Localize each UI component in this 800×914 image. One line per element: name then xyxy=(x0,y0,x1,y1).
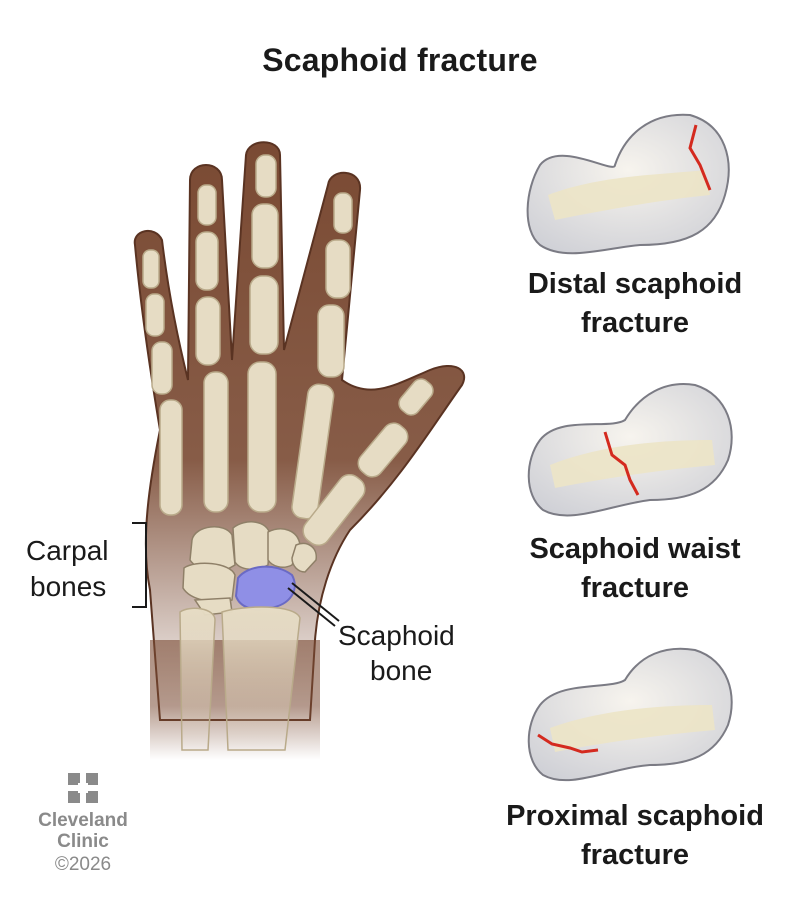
distal-label-line1: Distal scaphoid xyxy=(527,268,743,300)
finger-bones xyxy=(142,154,434,547)
logo-name-line2: Clinic xyxy=(57,831,109,852)
distal-fracture-bone xyxy=(526,113,730,255)
cleveland-clinic-cross-icon xyxy=(68,773,98,803)
waist-label-line1: Scaphoid waist xyxy=(529,533,741,565)
carpal-bracket xyxy=(132,522,147,608)
logo-name-line1: Cleveland xyxy=(38,810,128,831)
scaphoid-pointer xyxy=(287,582,340,627)
waist-fracture-bone xyxy=(527,383,733,517)
waist-label-line2: fracture xyxy=(581,572,689,604)
proximal-fracture-bone xyxy=(527,647,733,782)
distal-label-line2: fracture xyxy=(581,307,689,339)
scaphoid-label-line2: bone xyxy=(370,655,433,686)
cleveland-clinic-logo: Cleveland Clinic ©2026 xyxy=(38,772,128,878)
proximal-label-line2: fracture xyxy=(581,839,689,871)
forearm-bones xyxy=(179,606,301,751)
carpal-label-line1: Carpal xyxy=(26,535,109,566)
copyright: ©2026 xyxy=(54,854,112,875)
scaphoid-bone xyxy=(234,565,296,611)
proximal-label-line1: Proximal scaphoid xyxy=(506,800,764,832)
scaphoid-label-line1: Scaphoid xyxy=(338,620,455,651)
carpal-label-line2: bones xyxy=(30,571,107,602)
page-title: Scaphoid fracture xyxy=(262,42,538,78)
